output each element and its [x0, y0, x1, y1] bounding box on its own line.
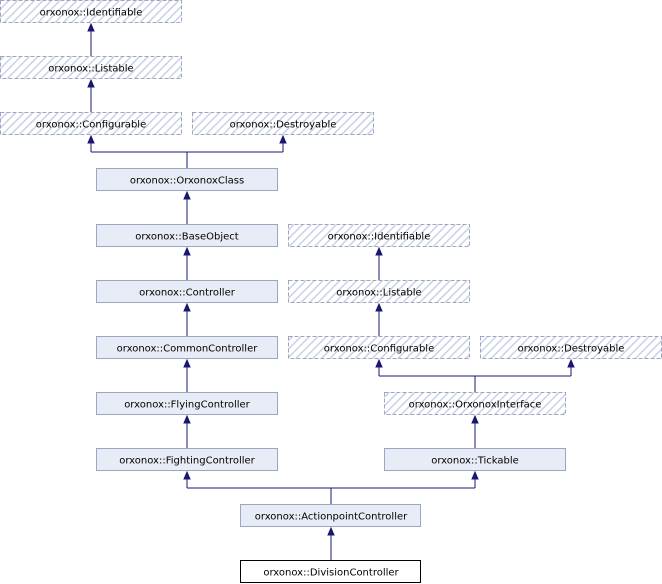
node-label: orxonox::BaseObject — [135, 232, 238, 243]
node-label: orxonox::Identifiable — [328, 232, 431, 243]
node-destroyable-right[interactable]: orxonox::Destroyable — [480, 336, 662, 359]
node-label: orxonox::DivisionController — [263, 568, 399, 579]
edge-actionpointcontroller-to-fighting-and-tickable — [186, 478, 476, 504]
node-base-object[interactable]: orxonox::BaseObject — [96, 224, 278, 247]
node-label: orxonox::Listable — [336, 288, 421, 299]
node-identifiable-right[interactable]: orxonox::Identifiable — [288, 224, 470, 247]
node-label: orxonox::Controller — [139, 288, 236, 299]
arrowheads — [87, 22, 575, 536]
arrowhead — [327, 526, 335, 536]
node-label: orxonox::ActionpointController — [255, 512, 408, 523]
node-label: orxonox::Destroyable — [518, 344, 625, 355]
node-flying-controller[interactable]: orxonox::FlyingController — [96, 392, 278, 415]
arrowhead — [183, 190, 191, 200]
node-label: orxonox::FlyingController — [124, 400, 250, 411]
node-controller[interactable]: orxonox::Controller — [96, 280, 278, 303]
node-configurable-left[interactable]: orxonox::Configurable — [0, 112, 182, 135]
arrowhead — [183, 358, 191, 368]
arrowhead — [471, 414, 479, 424]
node-common-controller[interactable]: orxonox::CommonController — [96, 336, 278, 359]
edges — [90, 30, 572, 560]
node-orxonox-class[interactable]: orxonox::OrxonoxClass — [96, 168, 278, 191]
arrowhead — [87, 134, 95, 144]
node-label: orxonox::Configurable — [36, 120, 146, 131]
arrowhead — [183, 246, 191, 256]
node-label: orxonox::Identifiable — [40, 8, 143, 19]
arrowhead — [87, 22, 95, 32]
node-actionpoint-controller[interactable]: orxonox::ActionpointController — [240, 504, 421, 527]
node-tickable[interactable]: orxonox::Tickable — [384, 448, 566, 471]
node-identifiable-left[interactable]: orxonox::Identifiable — [0, 0, 182, 23]
node-fighting-controller[interactable]: orxonox::FightingController — [96, 448, 278, 471]
node-listable-right[interactable]: orxonox::Listable — [288, 280, 470, 303]
node-label: orxonox::Configurable — [324, 344, 434, 355]
node-division-controller[interactable]: orxonox::DivisionController — [240, 560, 421, 583]
node-label: orxonox::OrxonoxInterface — [409, 400, 542, 411]
arrowhead — [183, 470, 191, 480]
arrowhead — [567, 358, 575, 368]
arrowhead — [183, 414, 191, 424]
node-listable-left[interactable]: orxonox::Listable — [0, 56, 182, 79]
arrowhead — [375, 358, 383, 368]
arrowhead — [279, 134, 287, 144]
node-orxonox-interface[interactable]: orxonox::OrxonoxInterface — [384, 392, 566, 415]
arrowhead — [183, 302, 191, 312]
arrowhead — [87, 78, 95, 88]
node-label: orxonox::FightingController — [119, 456, 255, 467]
arrowhead — [471, 470, 479, 480]
edge-orxonoxinterface-to-configurable-and-destroyable-right — [378, 366, 572, 392]
node-label: orxonox::Listable — [48, 64, 133, 75]
edge-orxonoxclass-to-configurable-and-destroyable-left — [90, 142, 284, 168]
node-label: orxonox::Tickable — [431, 456, 519, 467]
arrowhead — [375, 246, 383, 256]
node-destroyable-left[interactable]: orxonox::Destroyable — [192, 112, 374, 135]
node-configurable-right[interactable]: orxonox::Configurable — [288, 336, 470, 359]
arrowhead — [375, 302, 383, 312]
node-label: orxonox::Destroyable — [230, 120, 337, 131]
node-label: orxonox::OrxonoxClass — [130, 176, 244, 187]
node-label: orxonox::CommonController — [117, 344, 259, 355]
